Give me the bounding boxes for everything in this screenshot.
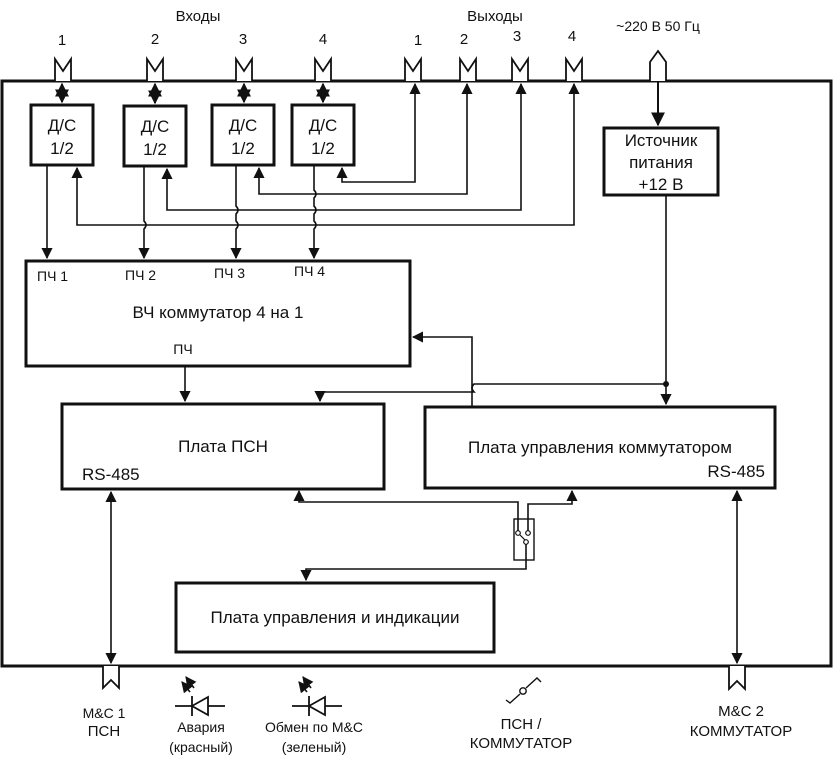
alarm-led-icon (175, 676, 225, 717)
output-number-2: 2 (460, 31, 468, 48)
splitter-1-name: Д/С (48, 116, 77, 135)
input-number-1: 1 (58, 32, 66, 49)
switch-to-control-indication-board (300, 544, 527, 582)
power-supply-line3: +12 В (639, 175, 684, 194)
switch-control-board-port: RS-485 (707, 462, 765, 481)
switch-to-psn-board (293, 489, 519, 531)
input-connector-1[interactable] (54, 56, 72, 81)
power-supply-block: Источник питания +12 В (602, 126, 720, 197)
input-connector-4[interactable] (314, 56, 332, 81)
alarm-led-label-line2: (красный) (169, 739, 233, 755)
splitter-1-ratio: 1/2 (50, 139, 74, 158)
mc1-label-line2: ПСН (88, 723, 120, 740)
output-connector-4[interactable] (565, 56, 583, 81)
power-connector[interactable] (649, 49, 667, 81)
mc2-connector[interactable] (728, 666, 746, 692)
exchange-led-label-line2: (зеленый) (282, 739, 346, 755)
exchange-led-icon (292, 676, 342, 717)
psn-board-port: RS-485 (82, 465, 140, 484)
input-number-2: 2 (151, 31, 159, 48)
rf-switch-output: ПЧ (173, 341, 192, 357)
output-number-3: 3 (513, 28, 521, 45)
if-3-line (230, 165, 242, 260)
input-number-3: 3 (239, 31, 247, 48)
splitter-block-2: Д/С 1/2 (122, 104, 188, 168)
internal-mode-switch[interactable] (513, 518, 535, 561)
control-indication-board-title: Плата управления и индикации (211, 608, 460, 627)
inputs-label: Входы (176, 8, 221, 25)
mc1-label-line1: M&C 1 (83, 705, 126, 721)
exchange-led-label-line1: Обмен по M&C (265, 719, 363, 735)
splitter-block-3: Д/С 1/2 (210, 103, 276, 167)
output-connector-2[interactable] (459, 56, 477, 81)
input-number-4: 4 (319, 31, 327, 48)
if-2-line (138, 166, 150, 260)
splitter-2-ratio: 1/2 (143, 140, 167, 159)
output-connector-3[interactable] (511, 56, 529, 81)
switch-control-to-rf-switch (411, 331, 473, 407)
splitter-4-name: Д/С (309, 116, 338, 135)
rf-switch-input-1: ПЧ 1 (37, 268, 68, 284)
mc2-label-line2: КОММУТАТОР (690, 723, 792, 740)
rf-switch-block: ПЧ 1 ПЧ 2 ПЧ 3 ПЧ 4 ВЧ коммутатор 4 на 1… (24, 259, 412, 368)
mc2-label-line1: M&C 2 (718, 703, 764, 720)
psn-board-title: Плата ПСН (178, 437, 268, 456)
splitter-block-4: Д/С 1/2 (290, 103, 356, 167)
input-connector-2[interactable] (146, 56, 164, 81)
rf-switch-title: ВЧ коммутатор 4 на 1 (133, 303, 304, 322)
rf-switch-input-4: ПЧ 4 (294, 263, 325, 279)
switch-control-board-title: Плата управления коммутатором (468, 438, 732, 457)
mode-switch-label-line1: ПСН / (501, 716, 543, 733)
psn-board-block: Плата ПСН RS-485 (60, 402, 386, 491)
power-input-label: ~220 В 50 Гц (616, 18, 700, 34)
splitter-block-1: Д/С 1/2 (29, 103, 95, 167)
splitter-1-to-output-4 (71, 82, 580, 226)
outputs-label: Выходы (467, 8, 523, 25)
output-number-4: 4 (568, 28, 576, 45)
control-indication-board-block: Плата управления и индикации (174, 581, 496, 654)
splitter-4-ratio: 1/2 (311, 139, 335, 158)
splitter-2-name: Д/С (141, 117, 170, 136)
rf-switch-input-3: ПЧ 3 (214, 265, 245, 281)
output-connector-1[interactable] (404, 56, 422, 81)
input-connector-3[interactable] (235, 56, 253, 81)
alarm-led-label-line1: Авария (177, 719, 225, 735)
output-number-1: 1 (414, 32, 422, 49)
mc1-connector[interactable] (102, 666, 120, 691)
power-supply-line2: питания (629, 153, 693, 172)
power-supply-line1: Источник (625, 131, 698, 150)
mode-switch-icon[interactable] (505, 677, 542, 704)
switch-control-board-block: Плата управления коммутатором RS-485 (423, 405, 777, 490)
splitter-3-ratio: 1/2 (231, 139, 255, 158)
mode-switch-label-line2: КОММУТАТОР (470, 735, 572, 752)
rf-switch-input-2: ПЧ 2 (125, 267, 156, 283)
if-4-line (308, 165, 320, 260)
switch-to-switch-control-board (527, 489, 578, 531)
splitter-3-name: Д/С (229, 116, 258, 135)
